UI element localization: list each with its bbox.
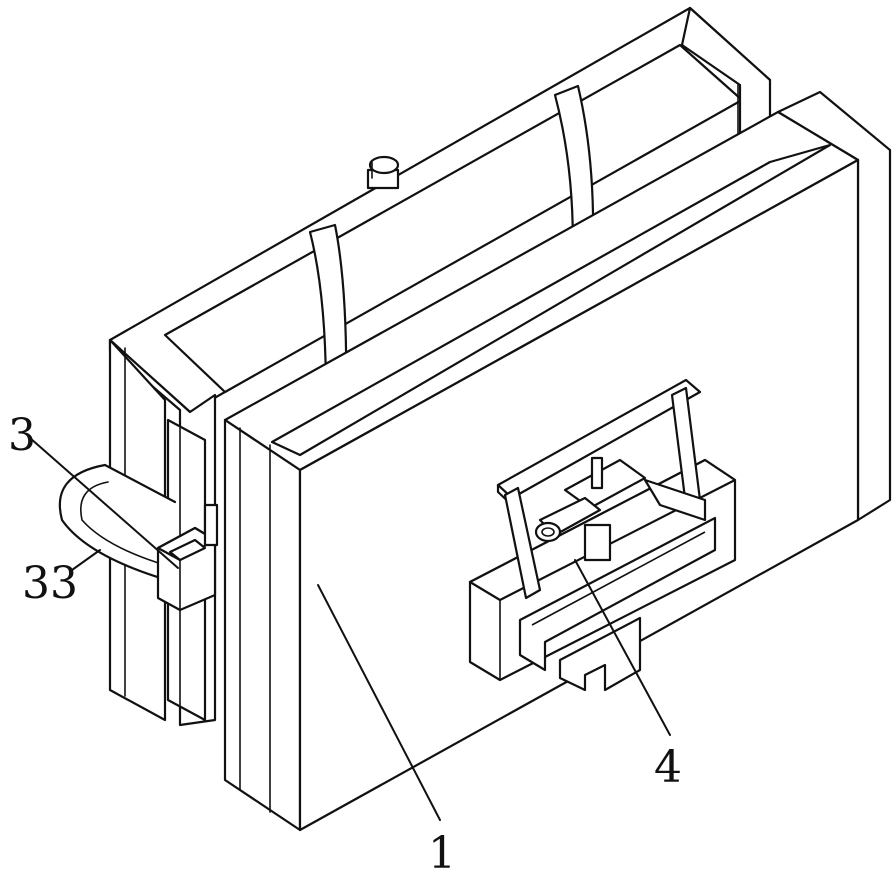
callout-4: 4 — [654, 742, 682, 793]
top-bolt — [368, 157, 398, 188]
callout-33: 33 — [22, 558, 78, 609]
callout-1: 1 — [428, 828, 456, 875]
callout-3: 3 — [8, 410, 36, 461]
